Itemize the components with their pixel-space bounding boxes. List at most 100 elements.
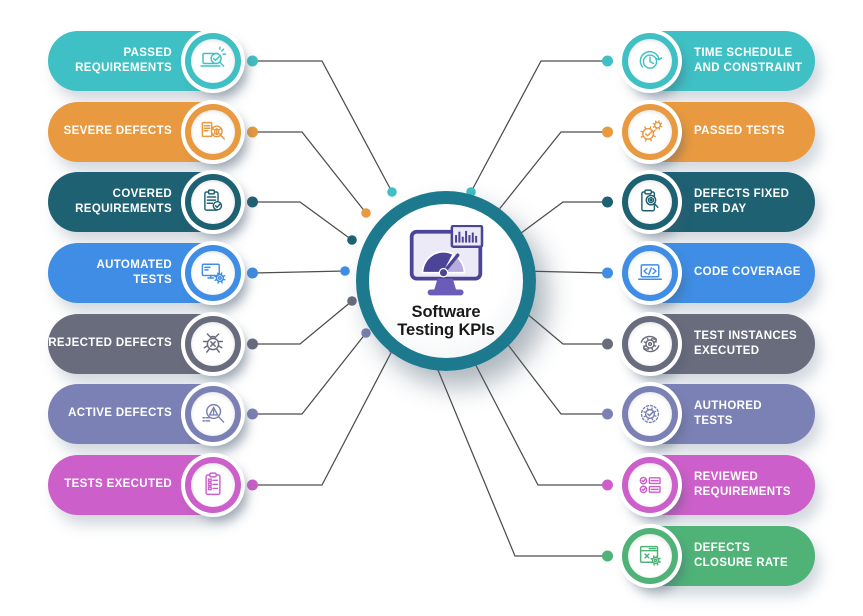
item-dot (602, 550, 613, 562)
kpi-icon-circle (185, 386, 241, 442)
kpi-label: COVERED REQUIREMENTS (75, 187, 172, 215)
kpi-icon-circle (185, 104, 241, 160)
kpi-icon-disc (191, 392, 235, 436)
kpi-icon-disc (191, 322, 235, 366)
kpi-item: TESTS EXECUTED (48, 455, 241, 515)
gear-check-icon (635, 117, 665, 147)
kpi-label: AUTOMATED TESTS (96, 258, 172, 286)
kpi-icon-disc (628, 180, 672, 224)
kpi-item: CODE COVERAGE (622, 243, 815, 303)
item-dot (602, 126, 613, 138)
item-dot (247, 196, 258, 208)
kpi-label: ACTIVE DEFECTS (68, 407, 172, 420)
kpi-icon-disc (628, 534, 672, 578)
kpi-item: AUTHORED TESTS (622, 384, 815, 444)
gear-cycle-icon (635, 329, 665, 359)
kpi-item: REJECTED DEFECTS (48, 314, 241, 374)
item-dot (247, 338, 258, 350)
kpi-item: COVERED REQUIREMENTS (48, 172, 241, 232)
kpi-item: ACTIVE DEFECTS (48, 384, 241, 444)
kpi-icon-disc (628, 392, 672, 436)
item-dot (247, 55, 258, 67)
connector (247, 328, 371, 420)
kpi-icon-disc (628, 39, 672, 83)
hub-dot (387, 187, 397, 197)
kpi-label: SEVERE DEFECTS (63, 125, 172, 138)
kpi-icon-circle (622, 174, 678, 230)
item-dot (602, 479, 613, 491)
connector (247, 55, 397, 197)
kpi-label: AUTHORED TESTS (694, 399, 762, 427)
review-checklist-icon (635, 470, 665, 500)
kpi-icon-circle (185, 245, 241, 301)
kpi-icon-circle (622, 386, 678, 442)
center-title: Software Testing KPIs (397, 302, 495, 339)
document-bug-magnifier-icon (198, 117, 228, 147)
kpi-item: DEFECTS CLOSURE RATE (622, 526, 815, 586)
kpi-icon-circle (622, 457, 678, 513)
item-dot (247, 267, 258, 279)
kpi-label: DEFECTS CLOSURE RATE (694, 541, 789, 569)
kpi-label: CODE COVERAGE (694, 266, 801, 279)
kpi-icon-circle (622, 528, 678, 584)
kpi-label: REVIEWED REQUIREMENTS (694, 470, 791, 498)
connector (247, 126, 371, 218)
kpi-item: REVIEWED REQUIREMENTS (622, 455, 815, 515)
kpi-icon-circle (185, 174, 241, 230)
magnifier-warning-icon (198, 399, 228, 429)
browser-x-gear-icon (635, 541, 665, 571)
kpi-icon-disc (628, 110, 672, 154)
kpi-icon-circle (622, 104, 678, 160)
kpi-item: PASSED TESTS (622, 102, 815, 162)
laptop-check-magnifier-icon (198, 46, 228, 76)
kpi-label: REJECTED DEFECTS (48, 337, 172, 350)
connector (247, 266, 350, 279)
kpi-item: AUTOMATED TESTS (48, 243, 241, 303)
kpi-item: DEFECTS FIXED PER DAY (622, 172, 815, 232)
kpi-icon-circle (185, 457, 241, 513)
clipboard-magnifier-icon (635, 187, 665, 217)
clipboard-checklist-check-icon (198, 187, 228, 217)
kpi-label: TESTS EXECUTED (64, 478, 172, 491)
kpi-icon-circle (622, 316, 678, 372)
hub-dot (361, 208, 371, 218)
gear-check-circle-icon (635, 399, 665, 429)
kpi-label: PASSED REQUIREMENTS (75, 46, 172, 74)
kpi-icon-circle (185, 33, 241, 89)
connector (247, 296, 357, 350)
item-dot (247, 126, 258, 138)
connector (466, 55, 613, 197)
kpi-icon-disc (191, 39, 235, 83)
kpi-icon-disc (191, 110, 235, 154)
kpi-icon-disc (191, 251, 235, 295)
kpi-icon-circle (185, 316, 241, 372)
kpi-icon-disc (628, 322, 672, 366)
kpi-icon-disc (628, 251, 672, 295)
kpi-item: PASSED REQUIREMENTS (48, 31, 241, 91)
kpi-icon-circle (622, 33, 678, 89)
item-dot (247, 479, 258, 491)
kpi-item: TEST INSTANCES EXECUTED (622, 314, 815, 374)
monitor-gear-icon (198, 258, 228, 288)
kpi-label: TEST INSTANCES EXECUTED (694, 329, 798, 357)
kpi-icon-disc (191, 180, 235, 224)
clipboard-checklist-icon (198, 470, 228, 500)
dashboard-gauge-monitor-icon (404, 224, 488, 302)
kpi-label: DEFECTS FIXED PER DAY (694, 187, 790, 215)
hub-dot (361, 328, 371, 338)
item-dot (602, 408, 613, 420)
kpi-icon-circle (622, 245, 678, 301)
hub-dot (347, 235, 357, 245)
center-hub: Software Testing KPIs (356, 191, 536, 371)
bug-cross-icon (198, 329, 228, 359)
item-dot (602, 196, 613, 208)
clock-refresh-icon (635, 46, 665, 76)
item-dot (247, 408, 258, 420)
kpi-item: SEVERE DEFECTS (48, 102, 241, 162)
connector (247, 196, 357, 245)
kpi-label: TIME SCHEDULE AND CONSTRAINT (694, 46, 803, 74)
item-dot (602, 338, 613, 350)
kpi-label: PASSED TESTS (694, 125, 785, 138)
